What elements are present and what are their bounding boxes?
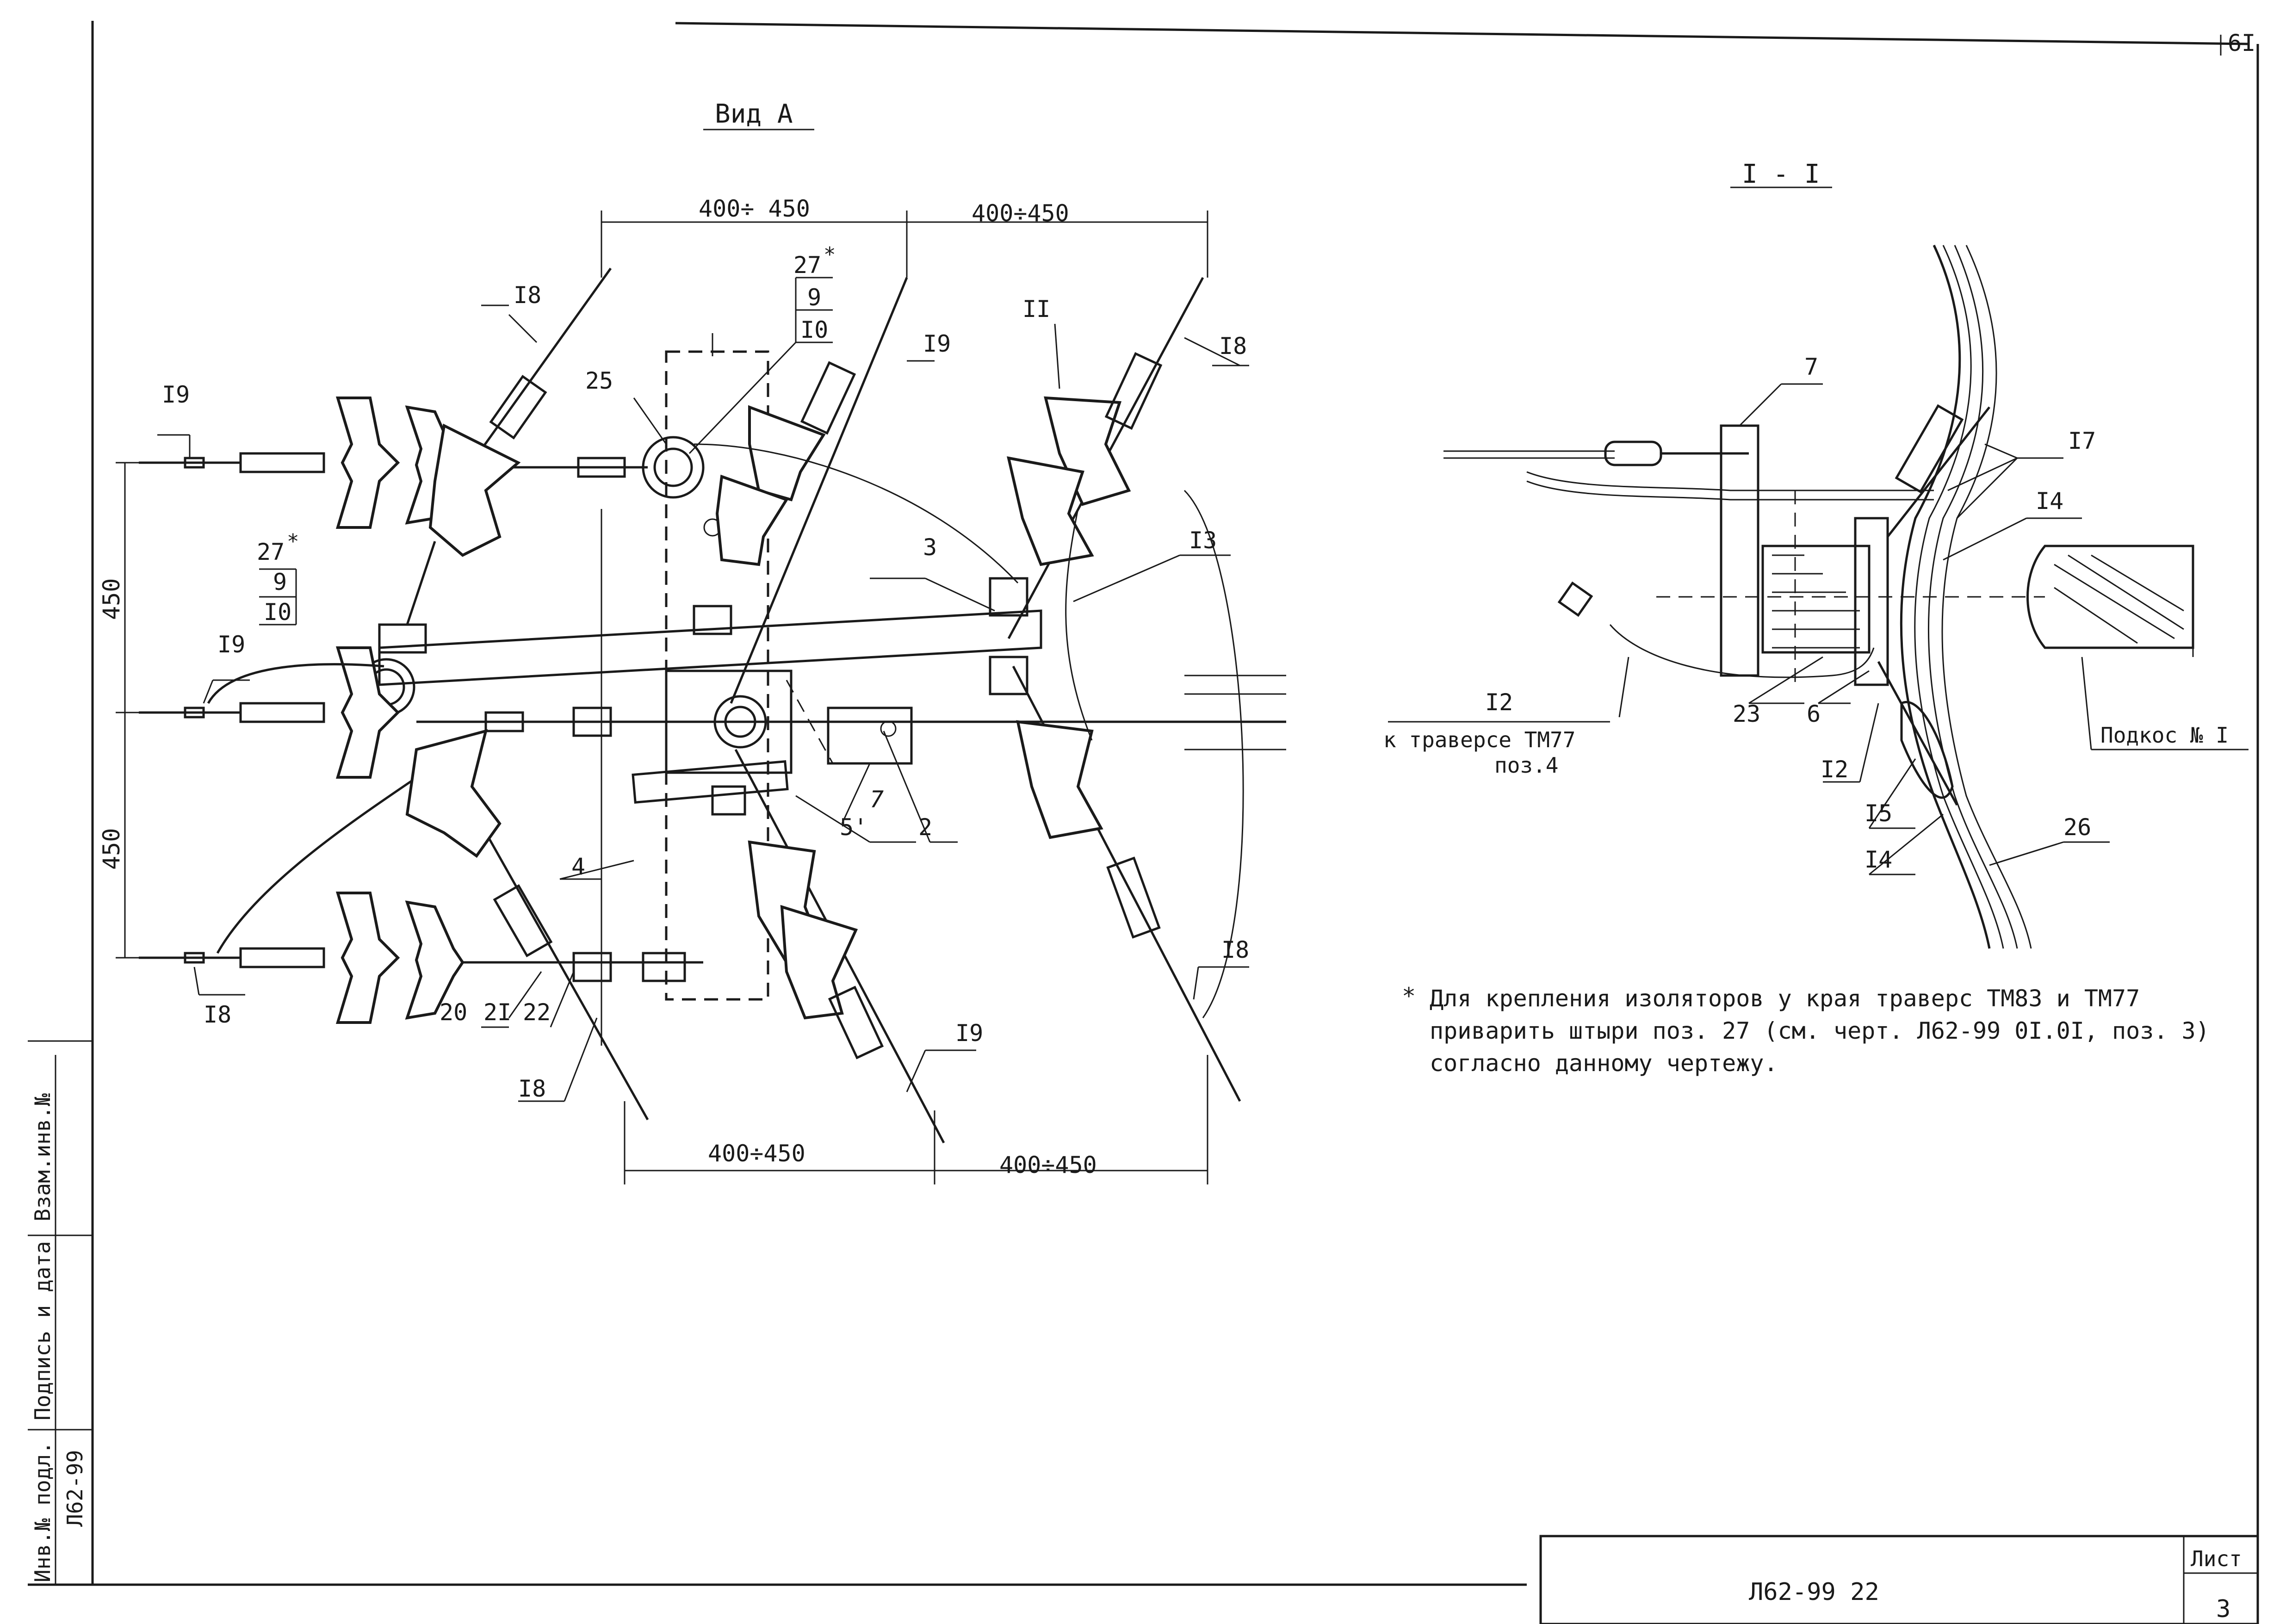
label-pos-19-bottom: I9 — [955, 1020, 983, 1047]
footnote-line-2: приварить штыри поз. 27 (см. черт. Л62-9… — [1430, 1017, 2210, 1044]
label-pos-25: 25 — [585, 367, 613, 394]
label-pos-3: 3 — [923, 534, 937, 561]
dim-vertical-upper: 450 — [98, 578, 125, 620]
dim-bottom-left: 400÷450 — [708, 1140, 805, 1167]
label-pos-19-left-top: I9 — [162, 381, 190, 408]
stamp-label-podpis: Подпись и дата — [30, 1241, 55, 1420]
label-asterisk-top: * — [824, 243, 836, 267]
sheet-frame — [28, 21, 2259, 1624]
label-pos-21: 2I — [483, 999, 511, 1026]
label-pos-5: 5' — [840, 814, 867, 841]
stamp-label-inv-podl: Инв.№ подл. — [30, 1441, 55, 1582]
sheet-label: Лист — [2191, 1546, 2242, 1571]
label-pos-10-left: I0 — [264, 599, 291, 626]
note-traverse-line1: к траверсе ТМ77 — [1383, 727, 1575, 752]
doc-code: Л62-99 22 — [1749, 1578, 1879, 1606]
section-label-26: 26 — [2063, 814, 2091, 841]
label-pos-27-top: 27 — [793, 252, 821, 279]
section-label-14-bottom: I4 — [1865, 846, 1892, 873]
section-label-17: I7 — [2068, 428, 2096, 454]
label-asterisk-left: * — [287, 530, 299, 553]
label-pos-9-top: 9 — [807, 284, 821, 311]
dim-vertical-lower: 450 — [98, 828, 125, 870]
view-a-title: Вид А — [715, 99, 793, 129]
section-label-14-top: I4 — [2036, 488, 2063, 514]
label-pos-7: 7 — [870, 786, 884, 813]
label-pos-10-top: I0 — [800, 316, 828, 343]
label-pos-19-left-mid: I9 — [217, 631, 245, 658]
section-title: I - I — [1742, 159, 1820, 189]
footnote-line-3: согласно данному чертежу. — [1430, 1050, 1778, 1077]
label-pos-4: 4 — [571, 853, 585, 880]
page-number: 6I — [2228, 30, 2255, 56]
footnote-mark: * — [1402, 983, 1416, 1010]
section-label-12-right: I2 — [1821, 756, 1848, 783]
label-pos-18-bottom: I8 — [518, 1075, 546, 1102]
section-label-15: I5 — [1865, 800, 1892, 827]
section-label-6: 6 — [1807, 700, 1821, 727]
label-pos-18-bottom-right: I8 — [1221, 936, 1249, 963]
label-pos-2: 2 — [918, 814, 932, 841]
section-label-23: 23 — [1733, 700, 1760, 727]
label-pos-13: I3 — [1189, 527, 1217, 554]
label-pos-22: 22 — [523, 999, 551, 1026]
label-pos-18-top-right: I8 — [1219, 333, 1247, 360]
stamp-label-vzam: Взам.инв.№ — [30, 1093, 55, 1221]
section-label-7: 7 — [1804, 353, 1818, 380]
label-pos-19-top: I9 — [923, 330, 951, 357]
dim-top-left: 400÷ 450 — [699, 195, 810, 222]
label-pos-11: II — [1022, 296, 1050, 322]
label-pos-20: 20 — [440, 999, 467, 1026]
footnote: * Для крепления изоляторов у края травер… — [1402, 983, 2210, 1077]
section-label-12-left: I2 — [1485, 689, 1513, 716]
label-pos-27-left: 27 — [257, 539, 285, 565]
footnote-line-1: Для крепления изоляторов у края траверс … — [1430, 985, 2140, 1012]
dim-top-right: 400÷450 — [972, 200, 1069, 227]
label-pos-18-left-bottom: I8 — [204, 1001, 231, 1028]
label-pos-9-left: 9 — [273, 569, 287, 595]
stamp-inv-value: Л62-99 — [62, 1450, 87, 1527]
sheet-number: 3 — [2216, 1595, 2230, 1623]
section-label-podkos: Подкос № I — [2100, 723, 2229, 748]
dim-bottom-right: 400÷450 — [999, 1152, 1097, 1178]
note-traverse-line2: поз.4 — [1494, 753, 1558, 778]
section-1-1: I - I — [1383, 159, 2249, 949]
label-pos-18-top: I8 — [514, 282, 541, 309]
view-a: Вид А 400÷ 450 400÷450 400÷450 400÷450 4… — [98, 99, 1286, 1184]
